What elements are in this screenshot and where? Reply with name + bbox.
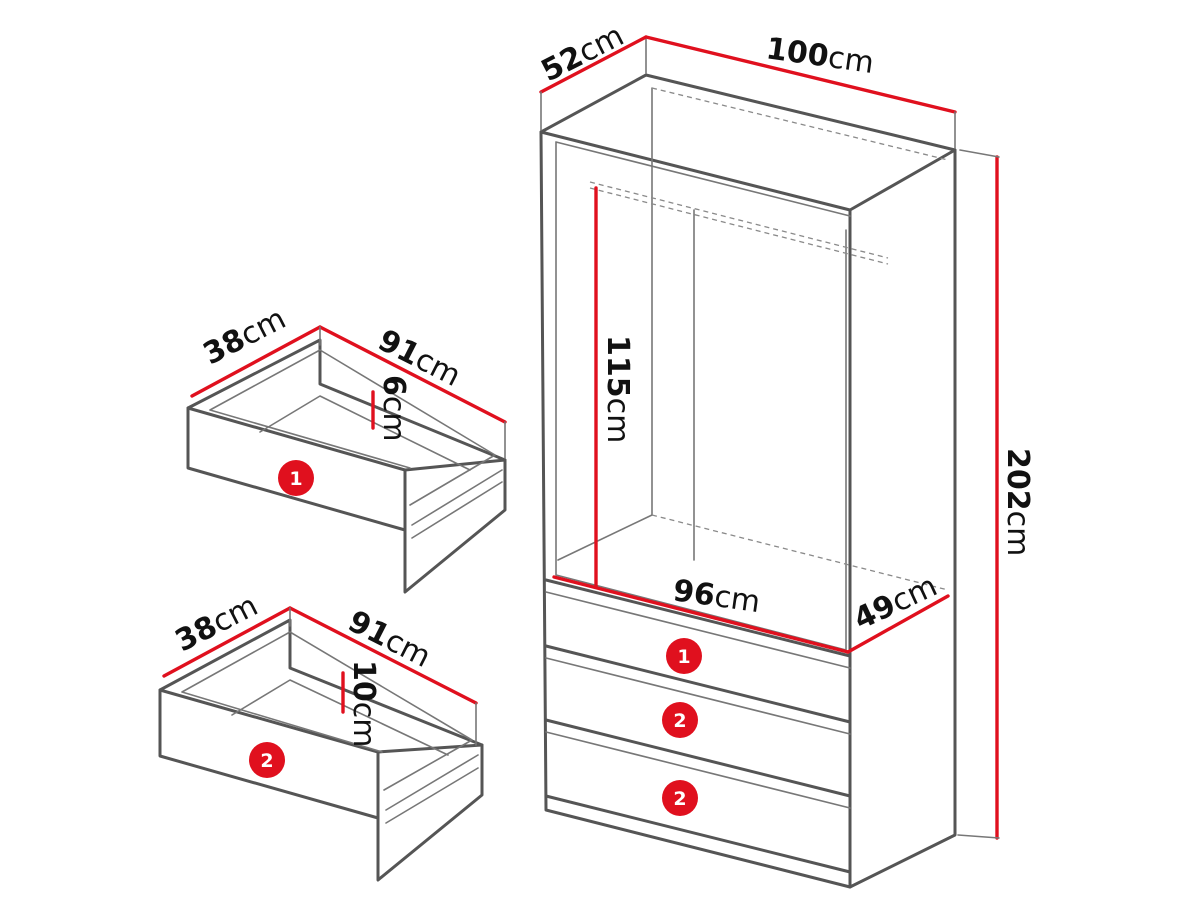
wardrobe-drawer-badge-2: 2 — [662, 702, 698, 738]
dim-tick-width — [645, 36, 956, 149]
drawer-1-dim-width — [318, 325, 507, 424]
drawer-1-inner — [209, 349, 496, 506]
wardrobe-drawer-badge-1: 1 — [666, 638, 702, 674]
wardrobe-shelf-back — [557, 514, 653, 561]
drawer-2 — [158, 606, 484, 882]
label-wardrobe-depth: 52cm — [536, 18, 630, 89]
drawer-front-lip-1 — [545, 591, 851, 669]
wardrobe-front-right-edge — [848, 148, 957, 212]
wardrobe-inner-frame — [555, 141, 851, 651]
label-drawer-2-height: 10cm — [346, 660, 381, 747]
svg-text:2: 2 — [673, 788, 686, 810]
wardrobe-top-hidden — [651, 87, 949, 161]
wardrobe-plinth — [544, 794, 852, 874]
label-wardrobe-height: 202cm — [1000, 448, 1035, 556]
drawer-2-dim-width — [288, 606, 478, 705]
drawer-front-lip-2 — [545, 657, 851, 735]
drawer-1-dim-depth — [190, 325, 322, 398]
label-wardrobe-width: 100cm — [764, 31, 876, 81]
drawer-1-dim-ticks — [319, 326, 506, 459]
drawer-front-divider-2 — [544, 644, 852, 724]
wardrobe — [539, 73, 957, 889]
wardrobe-outline — [539, 73, 957, 889]
drawer-2-outline — [158, 618, 484, 882]
dim-line-inner-width — [552, 575, 850, 654]
drawer-1-side-top — [403, 458, 507, 472]
svg-text:2: 2 — [260, 750, 273, 772]
drawer-2-side-inner — [385, 754, 479, 824]
drawer-2-badge: 2 — [249, 742, 285, 778]
drawer-front-divider-3 — [544, 718, 852, 798]
wardrobe-shelf-hidden — [651, 514, 949, 591]
dim-line-inner-depth — [846, 594, 950, 654]
drawer-2-dim-ticks — [289, 607, 477, 746]
drawer-front-divider-1 — [544, 578, 852, 658]
hanging-rail — [589, 181, 889, 265]
drawer-2-inner — [181, 631, 473, 791]
drawer-front-lip-3 — [545, 731, 851, 809]
drawer-1-side-inner — [411, 469, 503, 539]
svg-text:1: 1 — [289, 468, 302, 490]
wardrobe-drawer-badge-3: 2 — [662, 780, 698, 816]
drawer-1-outline — [186, 338, 507, 594]
wardrobe-dimensions — [539, 35, 1000, 840]
label-drawer-1-height: 6cm — [376, 375, 411, 442]
label-hanging-height: 115cm — [600, 335, 635, 443]
drawer-2-side-top — [376, 743, 484, 754]
drawer-1 — [186, 325, 507, 594]
label-inner-width: 96cm — [671, 573, 762, 620]
dim-line-depth — [539, 35, 648, 94]
dim-line-width — [644, 35, 957, 114]
svg-text:2: 2 — [673, 710, 686, 732]
drawer-2-dim-depth — [162, 606, 292, 678]
svg-text:1: 1 — [677, 646, 690, 668]
dim-tick-height — [957, 149, 1000, 839]
wardrobe-top-front-edge — [539, 130, 852, 212]
drawer-1-badge: 1 — [278, 460, 314, 496]
